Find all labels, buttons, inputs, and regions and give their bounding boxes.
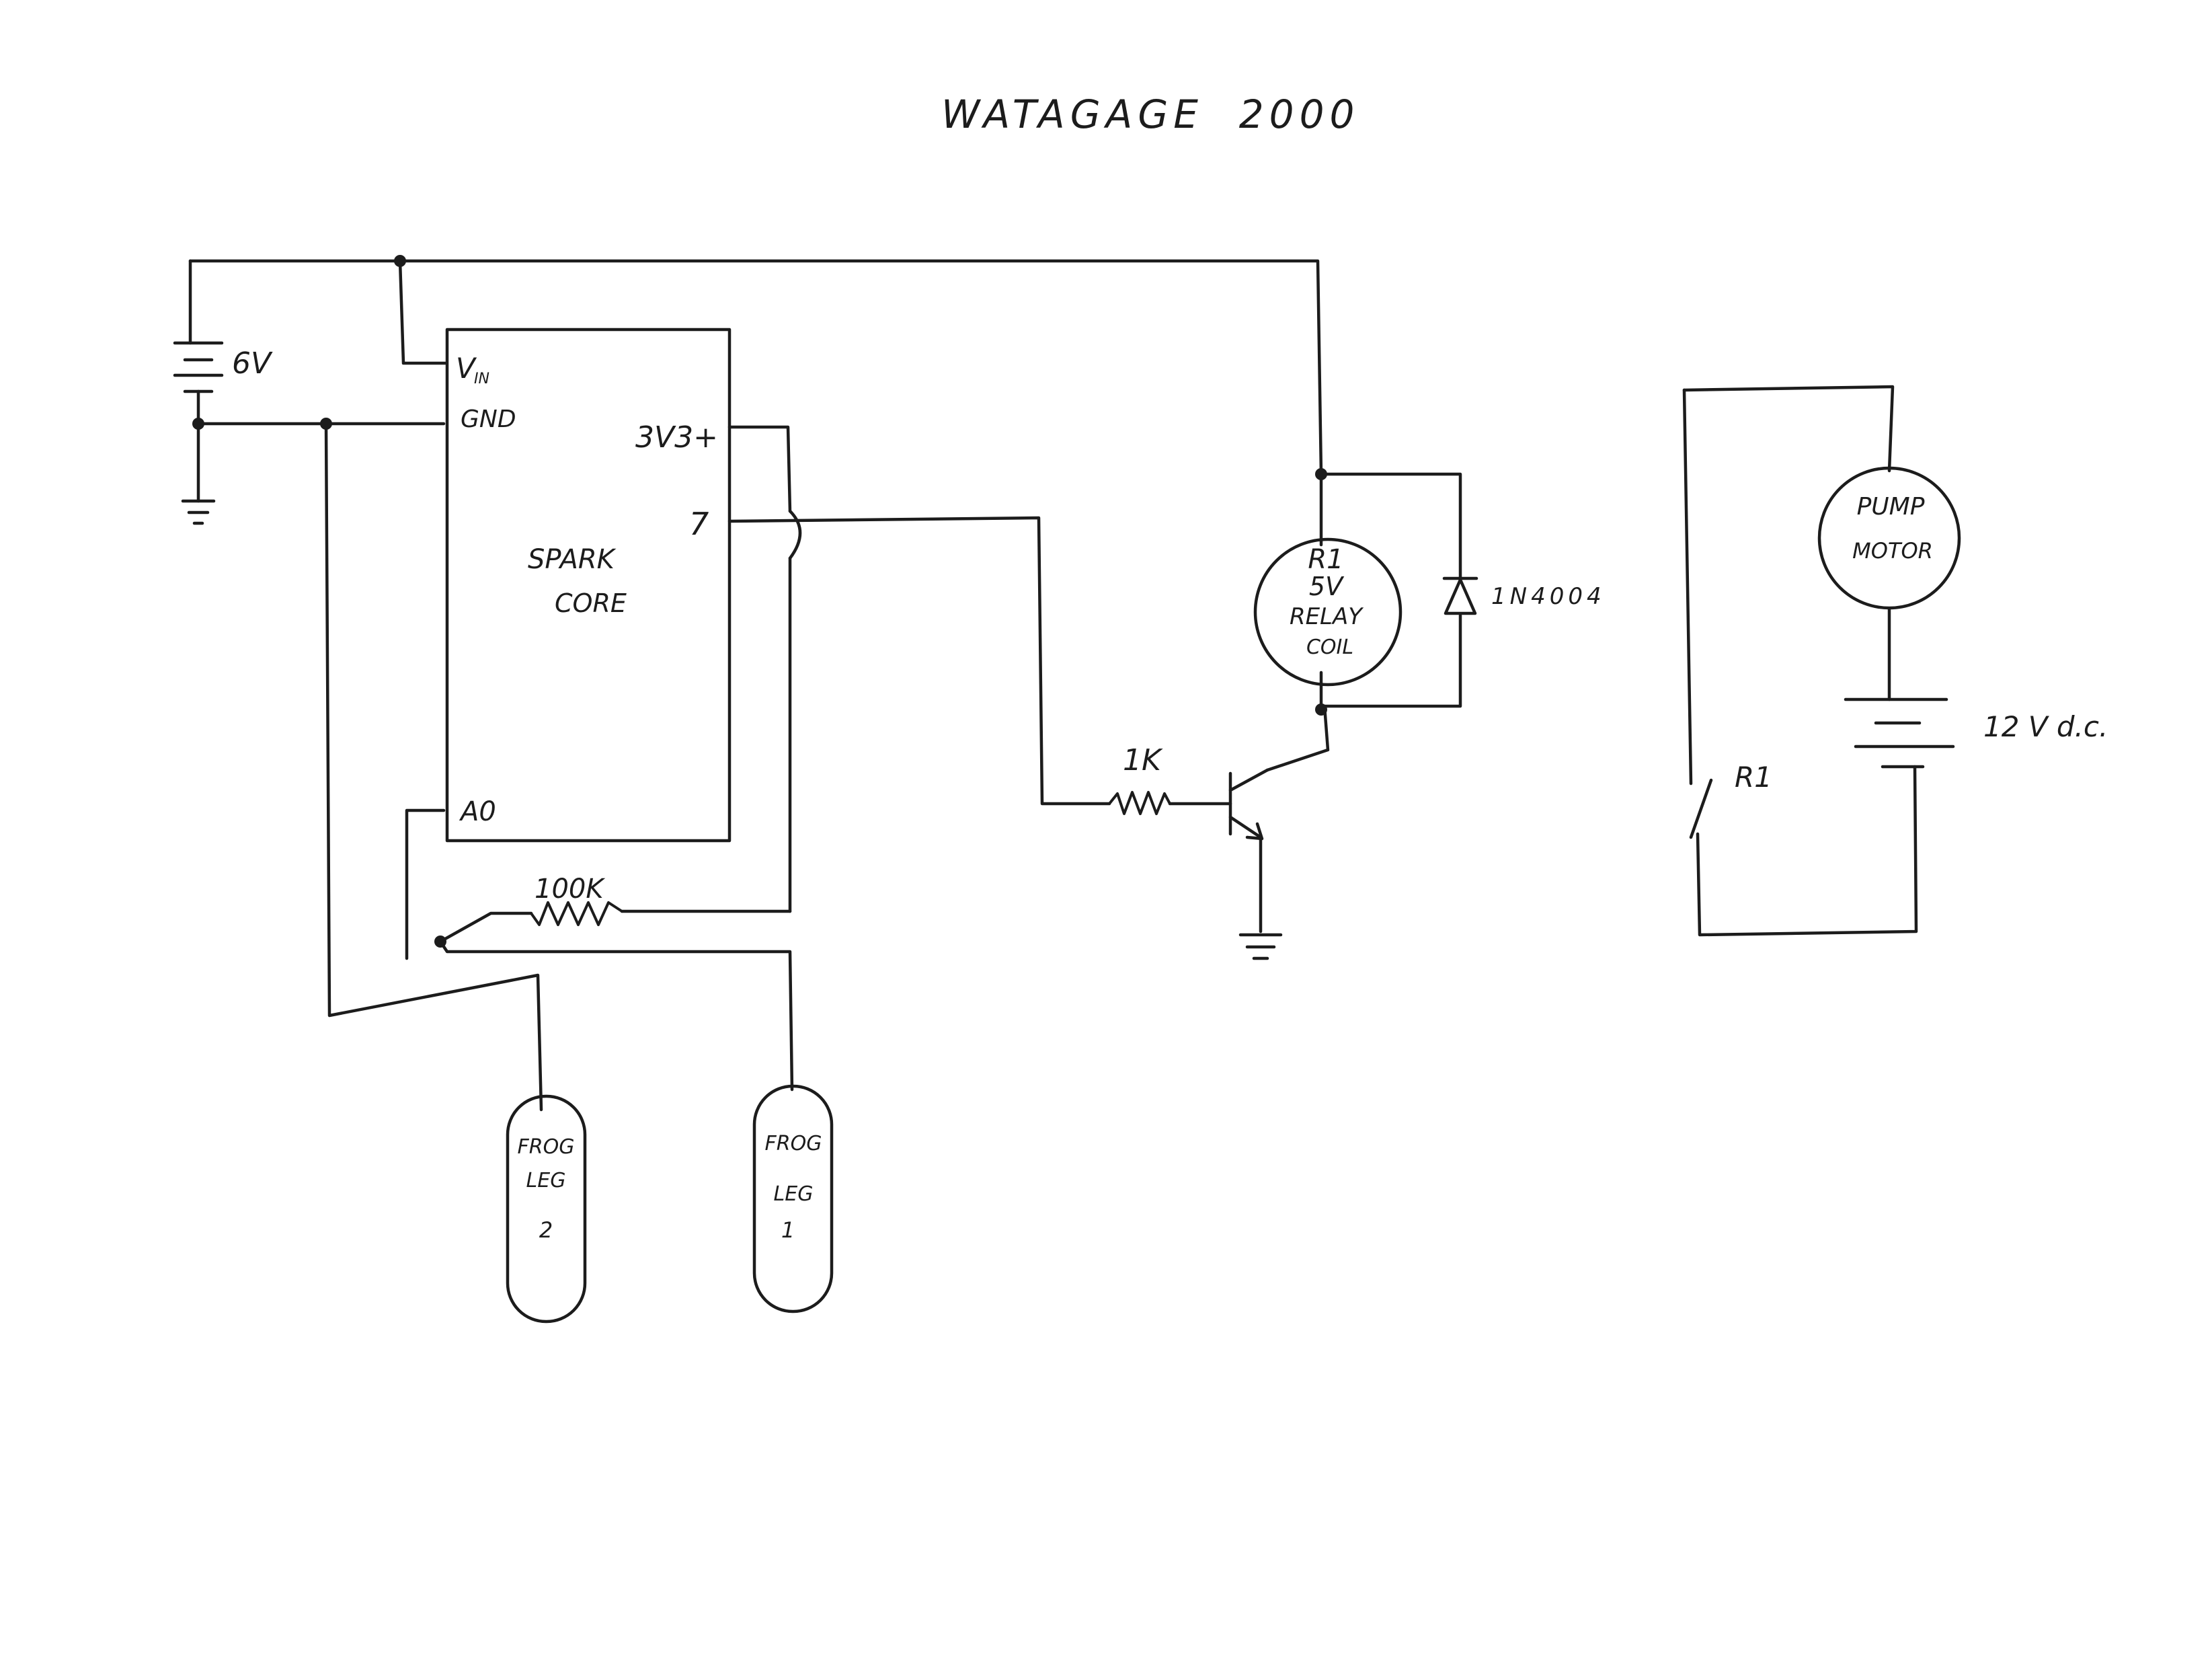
battery-6v-symbol <box>173 341 224 393</box>
npn-transistor-symbol <box>1228 768 1269 841</box>
frog-leg-1-line1: FROG <box>765 1132 822 1155</box>
frog-leg-1-electrode <box>752 1084 834 1313</box>
frog-leg-2-line3: 2 <box>539 1217 553 1243</box>
pin-3v3-label: 3V3+ <box>635 420 718 455</box>
diode-symbol <box>1442 576 1478 615</box>
relay-coil-line3: RELAY <box>1290 603 1364 630</box>
diode-label: 1N4004 <box>1491 583 1606 610</box>
relay-switch-contact <box>1689 778 1713 839</box>
relay-coil-line4: COIL <box>1306 636 1353 659</box>
resistor-100k-label: 100K <box>535 874 605 905</box>
pin-gnd-label: GND <box>461 406 516 433</box>
ground-symbol-transistor <box>1238 933 1283 960</box>
battery-12v-label: 12 V d.c. <box>1983 710 2108 743</box>
battery-6v-label: 6V <box>232 346 273 381</box>
battery-12v-symbol <box>1844 697 1955 769</box>
frog-leg-2-line2: LEG <box>526 1169 566 1192</box>
resistor-1k-symbol <box>1108 791 1171 815</box>
spark-core-name-line2: CORE <box>555 588 627 618</box>
relay-coil <box>1253 537 1403 687</box>
spark-core-module <box>445 328 732 843</box>
pin-7-label: 7 <box>689 506 709 542</box>
relay-switch-label: R1 <box>1735 761 1772 794</box>
frog-leg-2-electrode <box>506 1094 587 1324</box>
wires <box>188 259 1918 1112</box>
frog-leg-1-line3: 1 <box>781 1217 795 1243</box>
spark-core-name-line1: SPARK <box>528 544 617 575</box>
frog-leg-2-line1: FROG <box>518 1135 575 1159</box>
pump-motor <box>1817 466 1961 610</box>
relay-coil-line2: 5V <box>1309 572 1345 601</box>
pin-vin-label: V <box>456 352 477 385</box>
resistor-100k-symbol <box>530 901 623 926</box>
diagram-title: WATAGAGE 2000 <box>941 91 1359 137</box>
pin-a0-label: A0 <box>459 796 496 827</box>
resistor-1k-label: 1K <box>1123 743 1163 777</box>
junction-dots <box>192 255 1327 948</box>
pump-motor-line2: MOTOR <box>1852 538 1933 564</box>
pump-motor-line1: PUMP <box>1857 493 1925 521</box>
frog-leg-1-line2: LEG <box>774 1182 814 1206</box>
pin-vin-subscript: IN <box>474 371 489 387</box>
ground-symbol-battery <box>181 422 216 525</box>
relay-coil-line1: R1 <box>1308 544 1343 575</box>
